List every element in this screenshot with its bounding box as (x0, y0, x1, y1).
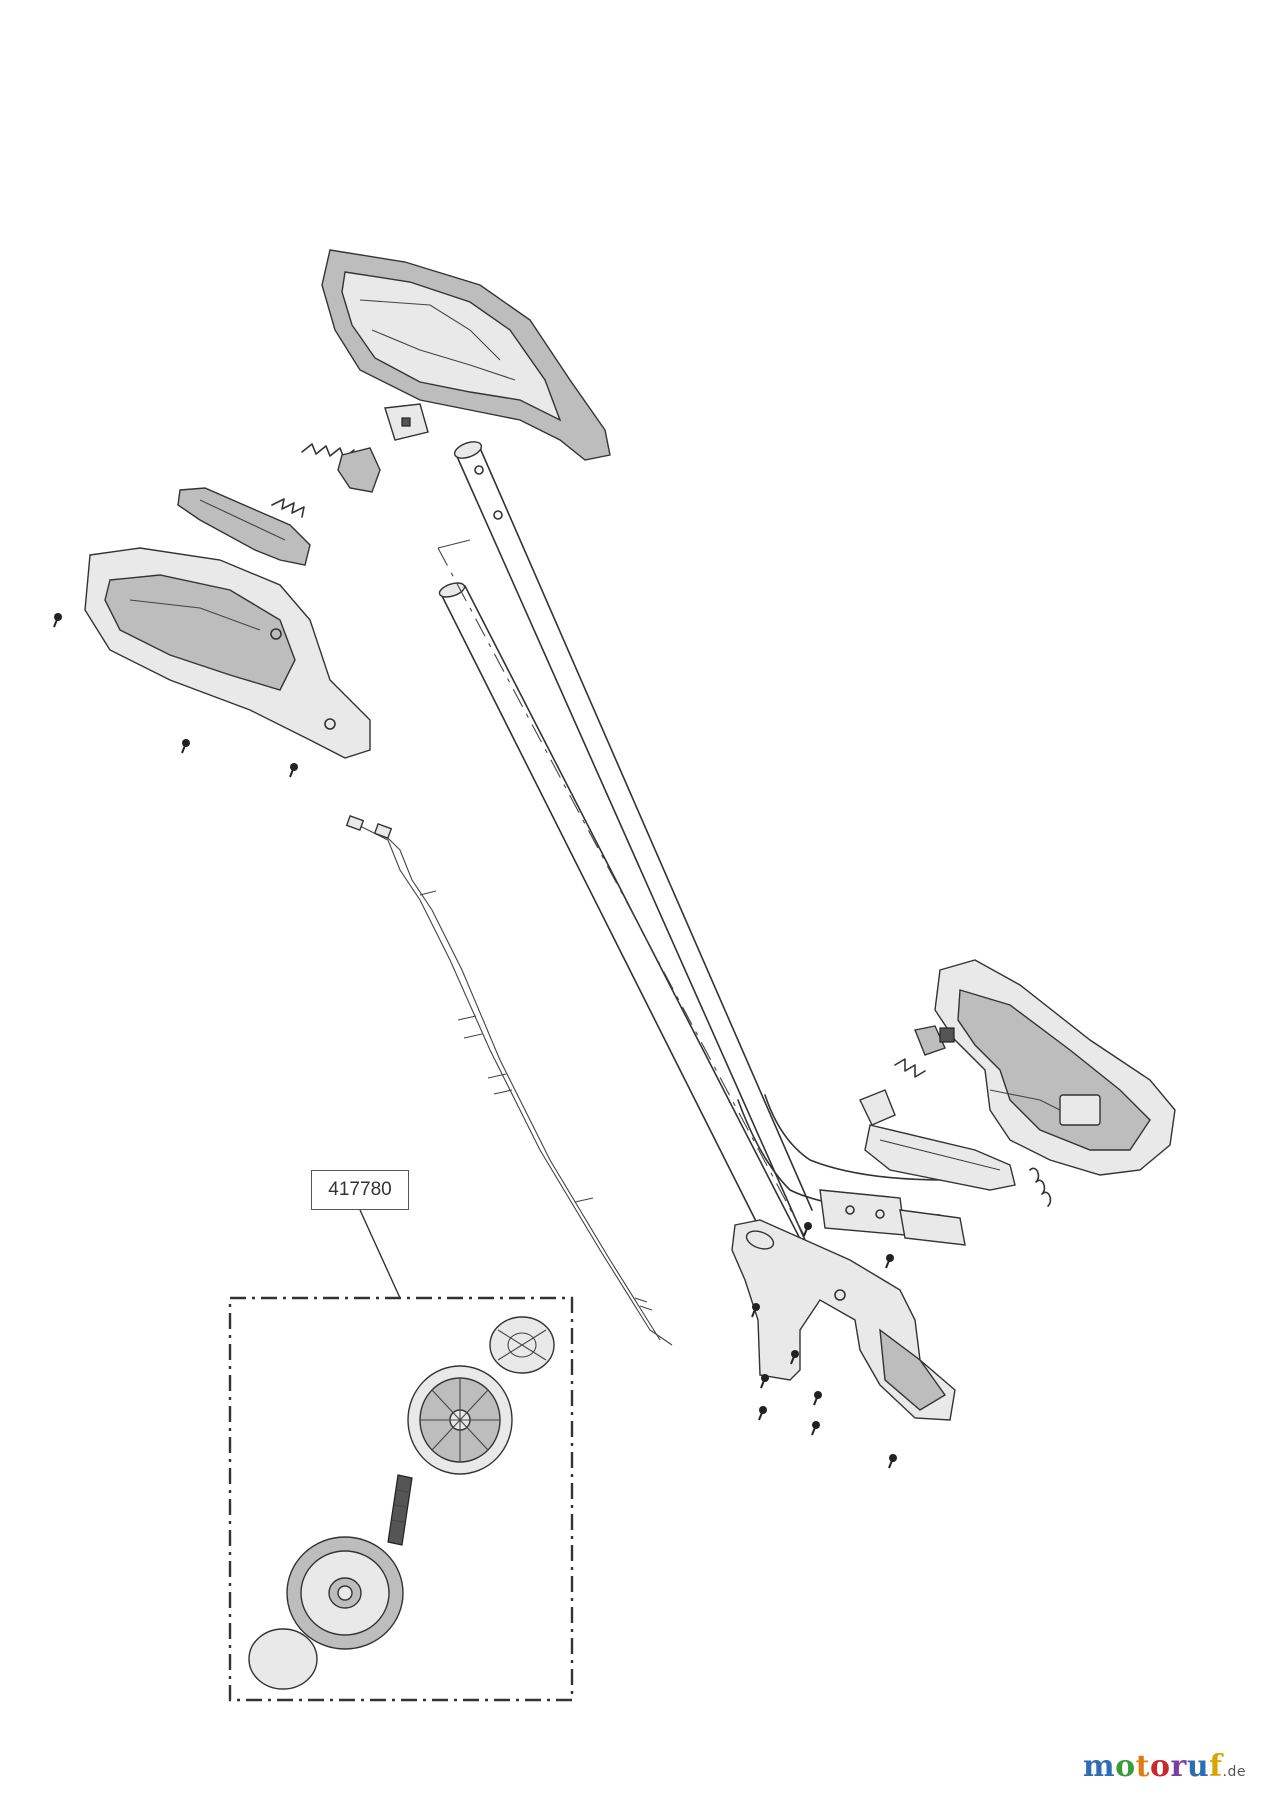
kit-part-number: 417780 (328, 1179, 392, 1200)
inner-shaft-tube (437, 539, 821, 1286)
brand-logo[interactable]: motoruf.de (1083, 1749, 1246, 1784)
trigger-lever (177, 487, 311, 566)
upper-shaft-tube (453, 441, 813, 1241)
brand-letter: t (1135, 1749, 1150, 1784)
motor-switch-assembly (859, 1025, 955, 1126)
wheel-kit-box (228, 1296, 574, 1702)
motor-housing (934, 959, 1176, 1176)
trigger-lock (337, 447, 381, 493)
spring-lower (271, 498, 305, 518)
lower-handle-housing (84, 547, 371, 759)
screw-group-right (751, 1222, 897, 1469)
brand-letter: o (1115, 1749, 1136, 1784)
front-assist-handle (731, 1219, 956, 1421)
brand-letter: f (1209, 1749, 1223, 1784)
brand-name: motoruf (1083, 1749, 1223, 1784)
wheel-hub-cap-bottom (248, 1628, 318, 1690)
brand-letter: r (1170, 1749, 1187, 1784)
brand-letter: m (1082, 1749, 1116, 1784)
coupling-sleeve (819, 1189, 966, 1246)
power-cable (345, 815, 673, 1346)
brand-letter: o (1150, 1749, 1171, 1784)
screw-group-left (53, 613, 298, 778)
wheel-lower (286, 1536, 404, 1650)
switch-block (384, 403, 429, 441)
upper-handle-housing (321, 249, 611, 461)
brand-letter: u (1186, 1749, 1210, 1784)
kit-part-number-label: 417780 (311, 1170, 409, 1210)
wheel-hub-cap-top (489, 1316, 555, 1374)
wheel-axle (387, 1474, 413, 1546)
brand-suffix: .de (1222, 1764, 1246, 1780)
wheel-upper (407, 1365, 513, 1475)
kit-leader-line (359, 1209, 401, 1299)
shaft-connector-bar (864, 1124, 1052, 1207)
